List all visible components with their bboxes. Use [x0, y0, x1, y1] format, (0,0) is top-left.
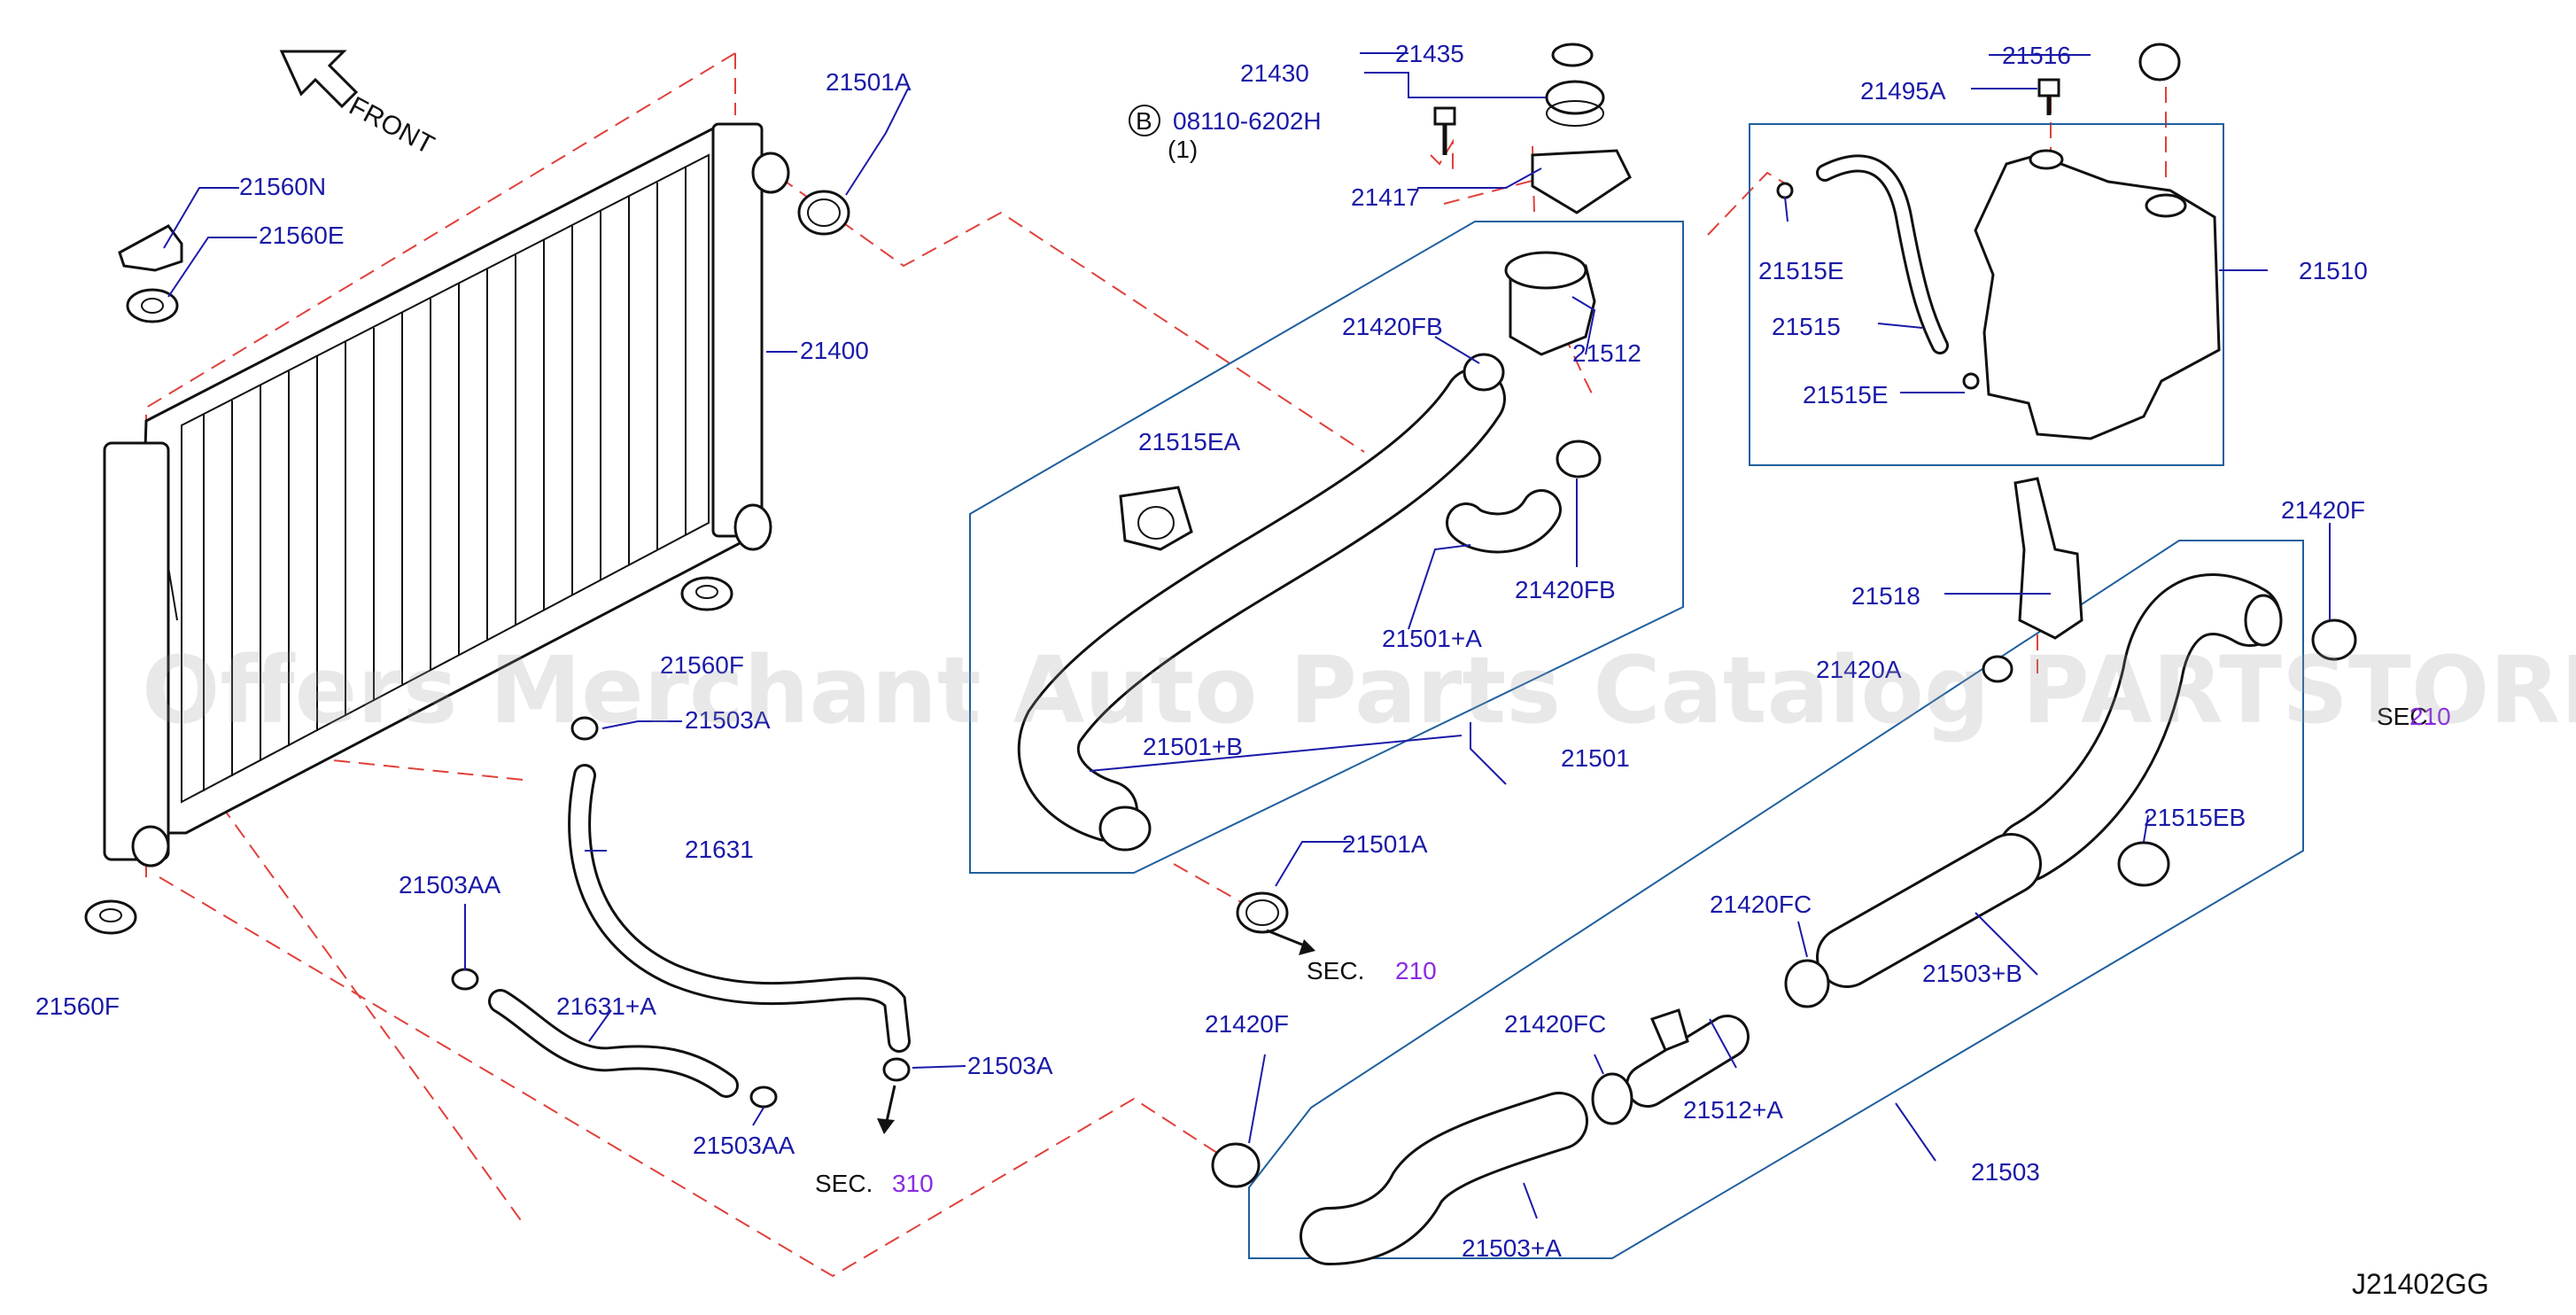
cap-21430[interactable] [1545, 80, 1605, 127]
sec-310-prefix: SEC. [815, 1170, 873, 1197]
bolt-qty: (1) [1168, 136, 1198, 163]
sec-210-right-prefix: SEC. [2377, 703, 2434, 730]
bolt-08110-6202H[interactable] [1433, 106, 1456, 155]
clamp-21420FC-top[interactable] [1784, 959, 1830, 1008]
frame-21510 [1749, 123, 2224, 466]
label-21501A-mid[interactable]: 21501+A [1382, 625, 1482, 652]
label-21512A[interactable]: 21512+A [1683, 1096, 1783, 1124]
sec-310-number[interactable]: 310 [892, 1170, 934, 1197]
label-21503B[interactable]: 21503+B [1922, 960, 2022, 987]
clamp-21503A-top[interactable] [570, 716, 599, 741]
label-21515EB[interactable]: 21515EB [2144, 804, 2246, 831]
label-21420FC-top[interactable]: 21420FC [1710, 891, 1812, 918]
label-21420A[interactable]: 21420A [1816, 656, 1902, 683]
label-21560F-bottom[interactable]: 21560F [35, 992, 120, 1020]
hose-21503A[interactable] [1300, 1092, 1588, 1265]
clamp-21420FC-bottom[interactable] [1591, 1072, 1633, 1125]
clip-21515E-bottom[interactable] [1962, 372, 1980, 390]
front-arrow-icon [279, 50, 359, 109]
upper-hose-21501[interactable] [1017, 368, 1506, 852]
sec-210-mid-prefix: SEC. [1307, 957, 1364, 984]
bushing-21560E[interactable] [126, 288, 179, 323]
bolt-21495A[interactable] [2037, 78, 2060, 115]
label-21501[interactable]: 21501 [1561, 744, 1630, 772]
label-21515[interactable]: 21515 [1772, 313, 1841, 340]
label-21515E-top[interactable]: 21515E [1758, 257, 1844, 284]
bushing-21560F-bottom[interactable] [84, 899, 137, 935]
frame-21501 [969, 221, 1684, 874]
clamp-21503A-bottom[interactable] [882, 1057, 911, 1082]
label-21430[interactable]: 21430 [1240, 59, 1309, 87]
label-21435[interactable]: 21435 [1395, 40, 1464, 67]
clamp-21420FB-bottom[interactable] [1556, 440, 1602, 479]
clamp-21503AA-bottom[interactable] [749, 1085, 778, 1109]
watermark: Offers Merchant Auto Parts Catalog PARTS… [142, 636, 2576, 744]
label-21501B[interactable]: 21501+B [1143, 733, 1243, 760]
label-21515EA[interactable]: 21515EA [1138, 428, 1241, 455]
label-21420F-bottom[interactable]: 21420F [1205, 1010, 1289, 1038]
label-21512[interactable]: 21512 [1572, 339, 1641, 367]
clamp-21503AA-top[interactable] [451, 968, 479, 991]
label-21516[interactable]: 21516 [2002, 42, 2071, 69]
clamp-21501A-top[interactable] [797, 190, 850, 236]
label-21503[interactable]: 21503 [1971, 1158, 2040, 1186]
lower-hose-21503[interactable] [1816, 573, 2283, 988]
label-21503AA-top[interactable]: 21503AA [399, 871, 501, 899]
sec-arrow-bottom-icon [884, 1085, 896, 1126]
label-21510[interactable]: 21510 [2299, 257, 2368, 284]
bolt-badge-letter: B [1136, 107, 1152, 135]
clamp-21420FB-top[interactable] [1463, 353, 1505, 392]
label-21515E-bottom[interactable]: 21515E [1803, 381, 1889, 409]
leader-lines [163, 52, 2331, 1219]
label-21503A-bottom[interactable]: 21503A [967, 1052, 1053, 1079]
bracket-21515EA[interactable] [1119, 486, 1193, 551]
hose-21501A-small[interactable] [1446, 489, 1562, 554]
label-21495A[interactable]: 21495A [1860, 77, 1946, 105]
label-21501A-top[interactable]: 21501A [826, 68, 912, 96]
bushing-21560F-mid[interactable] [680, 576, 733, 611]
bolt-badge-icon [1129, 105, 1160, 136]
nut-21420A[interactable] [1982, 655, 2013, 683]
clamp-21420F-right[interactable] [2311, 619, 2357, 661]
frame-21503 [1248, 540, 2304, 1259]
cap-21516[interactable] [2138, 43, 2181, 82]
label-21631[interactable]: 21631 [685, 836, 754, 863]
bracket-21417[interactable] [1531, 149, 1632, 214]
label-21501A-bottom[interactable]: 21501A [1342, 830, 1428, 858]
clamp-21501A-bottom[interactable] [1236, 891, 1289, 934]
label-21503A-top[interactable]: 21503A [685, 706, 771, 734]
filler-neck-21512[interactable] [1504, 251, 1596, 356]
clip-21560N[interactable] [118, 224, 183, 272]
label-21518[interactable]: 21518 [1851, 582, 1920, 610]
seal-21435[interactable] [1551, 43, 1594, 67]
label-21417[interactable]: 21417 [1351, 183, 1420, 211]
clip-21515E-top[interactable] [1776, 182, 1794, 199]
sec-210-right-number[interactable]: 210 [2409, 703, 2451, 730]
label-21420FB-top[interactable]: 21420FB [1342, 313, 1443, 340]
clamp-21515EB[interactable] [2117, 841, 2170, 887]
label-21560F-mid[interactable]: 21560F [660, 651, 744, 679]
label-21560N[interactable]: 21560N [239, 173, 326, 200]
sec-210-mid-number[interactable]: 210 [1395, 957, 1437, 984]
label-21400[interactable]: 21400 [800, 337, 869, 364]
label-21631A[interactable]: 21631+A [556, 992, 656, 1020]
label-21420FC-bottom[interactable]: 21420FC [1504, 1010, 1606, 1038]
reservoir-tank-21510[interactable] [1974, 149, 2221, 440]
radiator-21400[interactable] [103, 122, 790, 868]
label-21560E[interactable]: 21560E [259, 222, 345, 249]
label-21420FB-bottom[interactable]: 21420FB [1515, 576, 1616, 603]
diagram-code: J21402GG [2352, 1268, 2489, 1300]
pipe-21512A[interactable] [1626, 1008, 1750, 1108]
front-label: FRONT [345, 91, 439, 160]
label-21420F-right[interactable]: 21420F [2281, 496, 2365, 524]
bracket-21518[interactable] [2013, 477, 2083, 640]
clamp-21420F-bottom[interactable] [1211, 1142, 1261, 1188]
label-21503A-hose[interactable]: 21503+A [1462, 1234, 1562, 1262]
label-08110-6202H[interactable]: 08110-6202H [1173, 107, 1322, 135]
label-21503AA-bottom[interactable]: 21503AA [693, 1132, 795, 1159]
